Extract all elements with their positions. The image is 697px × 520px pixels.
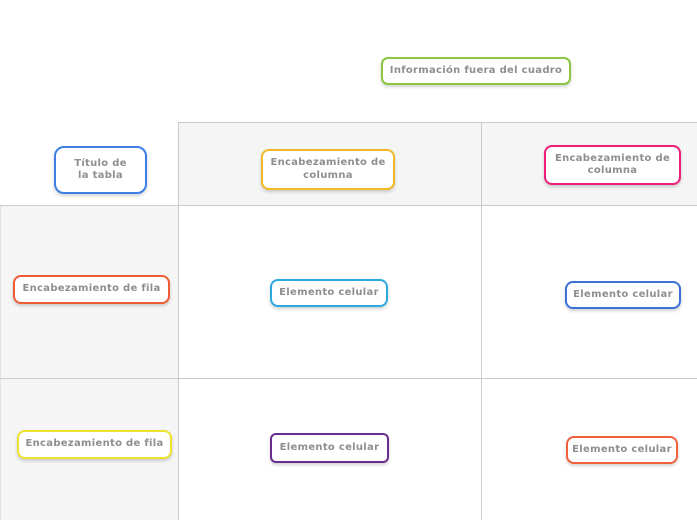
node-cell-r1c1[interactable]: Elemento celular (270, 279, 388, 307)
node-column-header-2[interactable]: Encabezamiento de columna (544, 145, 681, 185)
grid-line-below-header-row (0, 205, 697, 206)
node-cell-r2c2[interactable]: Elemento celular (566, 436, 678, 464)
node-column-header-1[interactable]: Encabezamiento de columna (261, 149, 395, 190)
grid-line-table-top (178, 122, 697, 123)
grid-line-column-2 (481, 122, 482, 520)
grid-line-between-rows (0, 378, 697, 379)
row-header-band (0, 206, 179, 520)
node-cell-r1c2[interactable]: Elemento celular (565, 281, 681, 309)
grid-line-column-1 (178, 122, 179, 520)
node-cell-r2c1[interactable]: Elemento celular (270, 433, 389, 463)
node-outside-info[interactable]: Información fuera del cuadro (381, 57, 571, 85)
node-table-title[interactable]: Título de la tabla (54, 146, 147, 194)
node-row-header-2[interactable]: Encabezamiento de fila (17, 430, 172, 459)
node-row-header-1[interactable]: Encabezamiento de fila (13, 275, 170, 304)
